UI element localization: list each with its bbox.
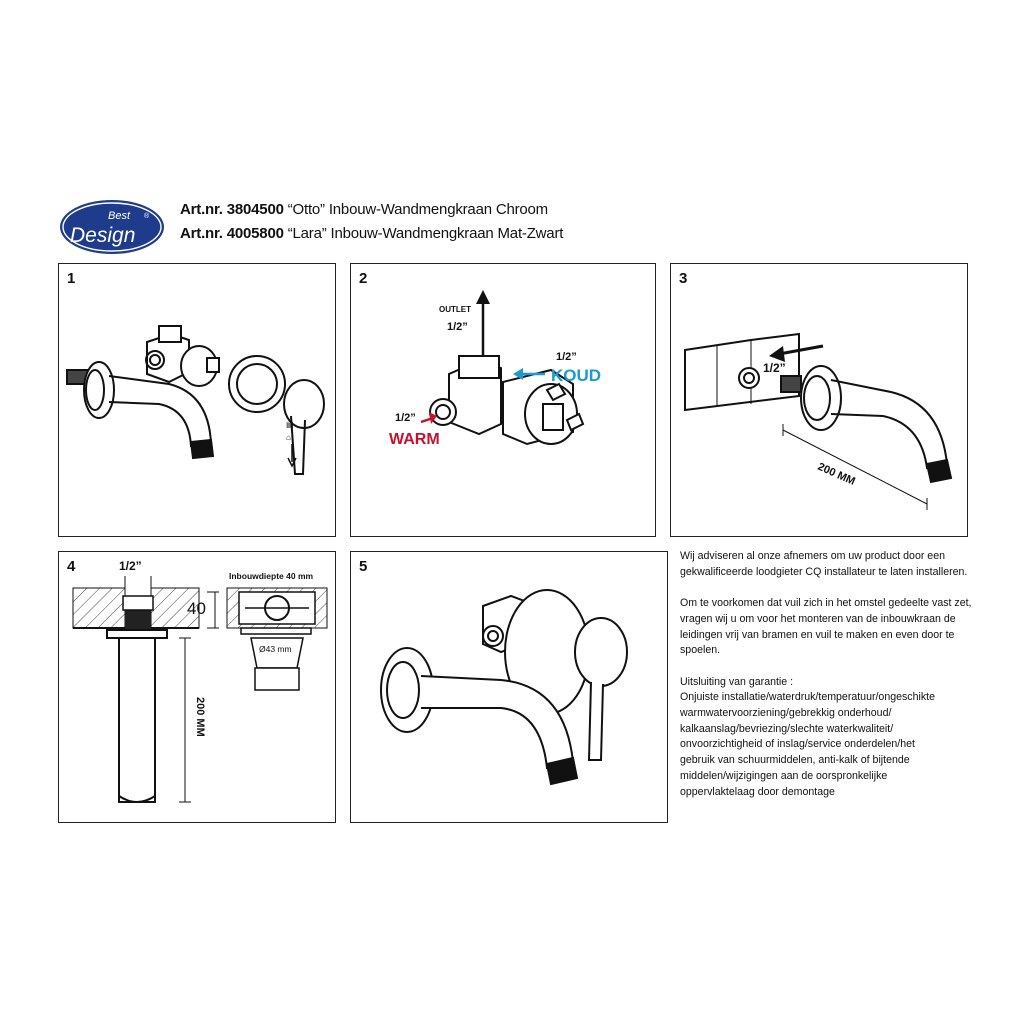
svg-text:⌂: ⌂	[286, 433, 291, 442]
wall-mounting-illustration	[684, 332, 953, 510]
wall-section-diagram	[72, 576, 200, 803]
step-number: 2	[359, 270, 368, 287]
warm-label: WARM	[389, 431, 440, 448]
warranty-line: Onjuiste installatie/waterdruk/temperatu…	[680, 691, 935, 704]
exploded-view-illustration: ▤ ⌂	[66, 325, 325, 475]
depth-value-label: 40	[187, 599, 206, 618]
step-panel-5: 5	[350, 551, 668, 823]
logo-registered-mark: ®	[144, 212, 150, 220]
warranty-line: warmwatervoorziening/gebrekkig onderhoud…	[680, 707, 892, 719]
step-number: 5	[359, 558, 368, 575]
assembled-faucet-illustration	[380, 589, 628, 786]
product-name-2: “Lara” Inbouw-Wandmengkraan Mat-Zwart	[283, 225, 564, 242]
insert-direction-arrow	[769, 344, 824, 362]
logo-bottom-text: Design	[70, 224, 135, 247]
spout-length-label: 200 MM	[194, 697, 206, 737]
product-title-1: Art.nr. 3804500 “Otto” Inbouw-Wandmengkr…	[180, 201, 548, 218]
cold-label: KOUD	[551, 366, 601, 385]
step-panel-1: 1 ▤ ⌂	[58, 263, 336, 537]
cold-inlet-arrow	[513, 368, 545, 380]
brand-logo: Best Design ®	[58, 198, 166, 256]
warranty-line: oppervlaktelaag door demontage	[680, 785, 835, 798]
step-panel-4: 4 1/2” 200 MM	[58, 551, 336, 823]
thread-size-label: 1/2”	[763, 361, 786, 375]
step-panel-3: 3 1/2” 200 MM	[670, 263, 968, 537]
notes-paragraph-1: Wij adviseren al onze afnemers om uw pro…	[680, 550, 968, 578]
product-name-1: “Otto” Inbouw-Wandmengkraan Chroom	[283, 201, 548, 218]
warranty-line: middelen/wijzigingen aan de oorspronkeli…	[680, 769, 888, 782]
article-number-2: Art.nr. 4005800	[180, 225, 284, 242]
outlet-arrow	[476, 290, 490, 356]
diameter-label: Ø43 mm	[259, 644, 292, 654]
warm-inlet-arrow	[420, 412, 437, 424]
warranty-line: kalkaanslag/bevriezing/slechte waterkwal…	[680, 722, 894, 735]
installation-notes: Wij adviseren al onze afnemers om uw pro…	[680, 549, 980, 800]
step-number: 1	[67, 270, 76, 287]
notes-paragraph-2: Om te voorkomen dat vuil zich in het oms…	[680, 597, 972, 657]
step-panel-2: 2 OUTLET 1/2” 1/2” KOUD 1/2”	[350, 263, 656, 537]
mixing-valve-body-illustration	[429, 355, 585, 446]
installation-depth-detail	[207, 587, 328, 691]
cold-size-label: 1/2”	[556, 351, 577, 363]
warranty-line: onvoorzichtigheid of inslag/service onde…	[680, 738, 915, 751]
step-number: 4	[67, 558, 76, 575]
article-number-1: Art.nr. 3804500	[180, 201, 284, 218]
step-number: 3	[679, 270, 688, 287]
logo-top-text: Best	[108, 210, 131, 222]
installation-depth-label: Inbouwdiepte 40 mm	[229, 571, 314, 581]
warranty-line: gebruik van schuurmiddelen, anti-kalk of…	[680, 754, 910, 767]
warranty-title: Uitsluiting van garantie :	[680, 675, 794, 688]
svg-text:▤: ▤	[286, 420, 294, 429]
thread-size-label: 1/2”	[119, 559, 142, 573]
warm-size-label: 1/2”	[395, 412, 416, 424]
product-title-2: Art.nr. 4005800 “Lara” Inbouw-Wandmengkr…	[180, 225, 563, 242]
outlet-size-label: 1/2”	[447, 321, 468, 333]
outlet-label: OUTLET	[439, 305, 471, 314]
